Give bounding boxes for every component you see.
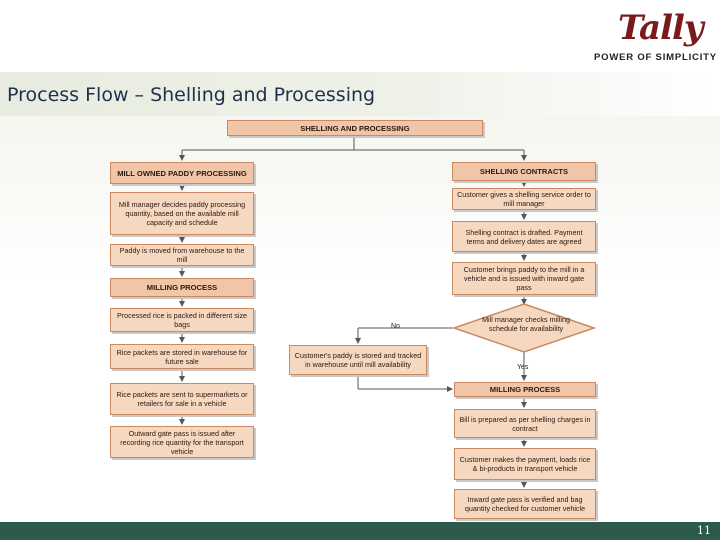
- box-shelling-contracts: SHELLING CONTRACTS: [452, 162, 596, 181]
- slide-title: Process Flow – Shelling and Processing: [7, 84, 376, 106]
- yes-label: Yes: [517, 364, 529, 371]
- box-rice-sent: Rice packets are sent to supermarkets or…: [110, 383, 254, 415]
- box-customer-payment: Customer makes the payment, loads rice &…: [454, 448, 596, 480]
- logo-tagline: POWER OF SIMPLICITY: [594, 52, 717, 63]
- top-box-shelling-and-processing: SHELLING AND PROCESSING: [227, 120, 483, 136]
- box-rice-stored: Rice packets are stored in warehouse for…: [110, 344, 254, 369]
- box-mill-owned-paddy: MILL OWNED PADDY PROCESSING: [110, 162, 254, 184]
- box-rice-packed: Processed rice is packed in different si…: [110, 308, 254, 332]
- box-milling-process-right: MILLING PROCESS: [454, 382, 596, 397]
- page-number: 11: [697, 524, 711, 537]
- box-outward-gate-pass: Outward gate pass is issued after record…: [110, 426, 254, 458]
- box-customer-service-order: Customer gives a shelling service order …: [452, 188, 596, 210]
- tally-logo: Tally POWER OF SIMPLICITY: [590, 8, 717, 70]
- decision-text: Mill manager checks milling schedule for…: [482, 315, 570, 333]
- footer-bar: 11: [0, 522, 720, 540]
- logo-wordmark: Tally: [618, 8, 704, 48]
- box-mill-manager-decides: Mill manager decides paddy processing qu…: [110, 192, 254, 235]
- box-customer-brings-paddy: Customer brings paddy to the mill in a v…: [452, 262, 596, 295]
- box-inward-gate-pass-verified: Inward gate pass is verified and bag qua…: [454, 489, 596, 519]
- title-band: [0, 72, 720, 116]
- decision-diamond: [451, 303, 597, 353]
- no-label: No: [391, 323, 400, 330]
- box-bill-prepared: Bill is prepared as per shelling charges…: [454, 409, 596, 438]
- box-milling-process-left: MILLING PROCESS: [110, 278, 254, 297]
- box-paddy-moved: Paddy is moved from warehouse to the mil…: [110, 244, 254, 266]
- box-contract-drafted: Shelling contract is drafted. Payment te…: [452, 221, 596, 252]
- box-customer-paddy-stored: Customer's paddy is stored and tracked i…: [289, 345, 427, 375]
